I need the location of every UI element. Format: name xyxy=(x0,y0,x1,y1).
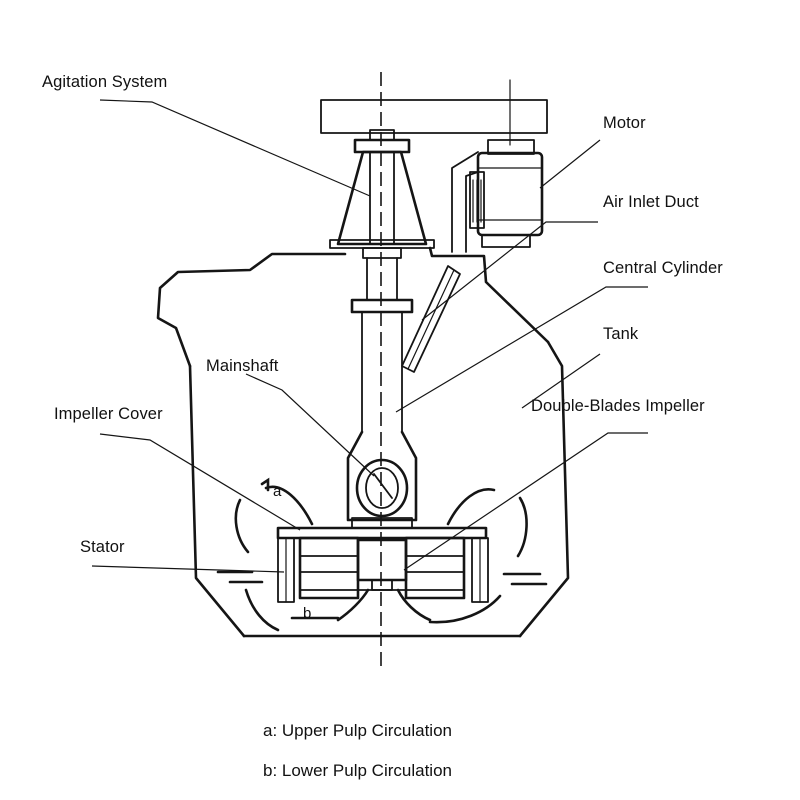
tank-cover xyxy=(156,252,347,368)
top-mounting-beam xyxy=(320,99,548,134)
tank-wall-right xyxy=(518,340,570,638)
mainshaft-column xyxy=(350,257,414,433)
agitation-bearing-housing xyxy=(329,129,435,259)
flow-mark-a: a xyxy=(273,483,282,500)
central-cylinder-housing xyxy=(346,430,418,529)
label-agitation-system: Agitation System xyxy=(42,73,168,91)
label-impeller-cover: Impeller Cover xyxy=(54,405,163,423)
legend-upper-circulation: a: Upper Pulp Circulation xyxy=(263,721,452,740)
upper-circulation-flow xyxy=(234,477,528,558)
leader-stator xyxy=(91,565,285,573)
leader-mainshaft xyxy=(245,373,375,477)
leader-agitation-system xyxy=(99,99,371,197)
tank-wall-left xyxy=(188,364,246,638)
air-inlet-duct-inner xyxy=(407,269,455,370)
leader-impeller-cover xyxy=(99,433,301,531)
legend-lower-circulation: b: Lower Pulp Circulation xyxy=(263,761,452,780)
label-stator: Stator xyxy=(80,538,125,556)
leader-double-blades-impeller xyxy=(403,432,648,571)
motor-bracket xyxy=(451,151,485,253)
stator-blocks xyxy=(277,537,489,603)
label-central-cylinder: Central Cylinder xyxy=(603,259,723,277)
double-blades-impeller xyxy=(298,536,466,600)
label-mainshaft: Mainshaft xyxy=(206,357,279,375)
tank-cover-right xyxy=(428,246,550,344)
leader-air-inlet-duct xyxy=(421,221,598,321)
leader-central-cylinder xyxy=(395,286,648,413)
impeller-cover-plate xyxy=(276,526,488,540)
label-air-inlet-duct: Air Inlet Duct xyxy=(603,193,699,211)
motor-body xyxy=(476,139,544,248)
air-inlet-duct-pipe xyxy=(401,265,461,373)
leader-tank xyxy=(521,353,601,409)
label-tank: Tank xyxy=(603,325,639,343)
lower-circulation-flow xyxy=(216,570,548,632)
leader-lines xyxy=(91,99,648,573)
label-motor: Motor xyxy=(603,114,646,132)
flow-mark-b: b xyxy=(303,605,312,622)
leader-motor xyxy=(539,139,601,189)
label-double-blades-impeller: Double-Blades Impeller xyxy=(531,397,705,415)
